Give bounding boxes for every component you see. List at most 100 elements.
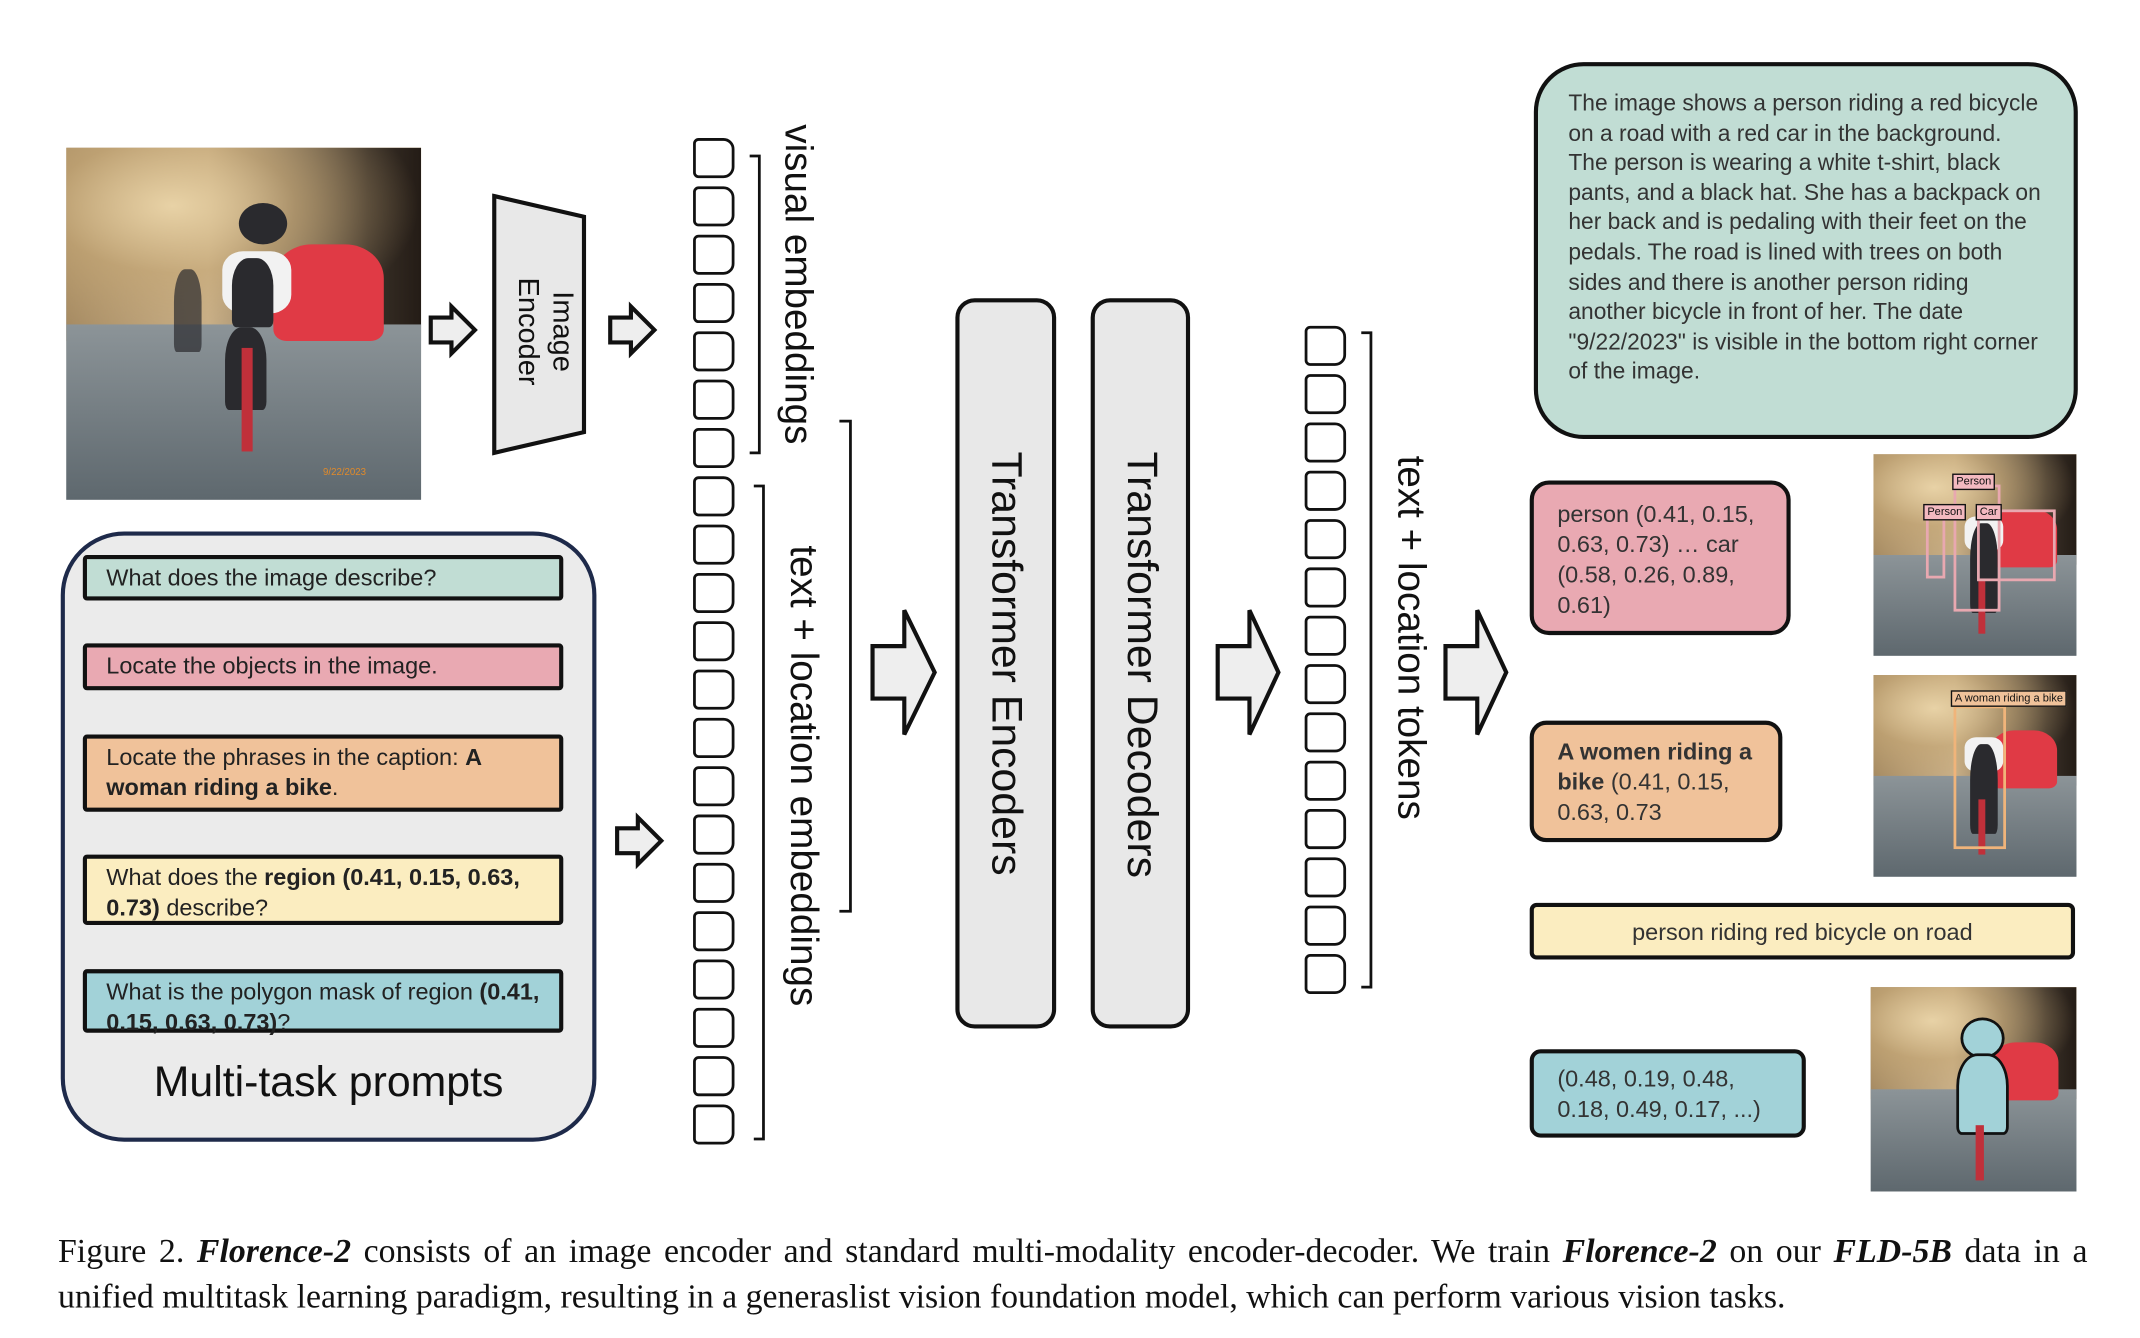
token [693,331,735,372]
output-bracket [1361,331,1373,989]
det-label: Car [1975,503,2002,521]
token [1304,712,1347,753]
arrow-right-icon [1443,609,1509,736]
token [1304,519,1347,560]
grounding-output-box: A women riding a bike (0.41, 0.15, 0.63,… [1529,720,1783,843]
transformer-encoders-label: Transformer Encoders [982,451,1032,876]
multi-task-prompts-panel [60,531,597,1142]
token [693,621,735,662]
prompt-text: Locate the objects in the image. [106,653,438,680]
prompt-box: Locate the phrases in the caption: A wom… [82,734,564,812]
token [693,476,735,517]
prompt-text: Locate the phrases in the caption: [106,744,466,771]
prompt-box: Locate the objects in the image. [82,643,564,691]
prompt-box: What does the region (0.41, 0.15, 0.63, … [82,854,564,926]
input-photo: 9/22/2023 [66,147,422,500]
all-embeddings-bracket [839,419,852,913]
token [1304,325,1347,366]
polygon-output-text: (0.48, 0.19, 0.48, 0.18, 0.49, 0.17, ...… [1557,1065,1761,1123]
prompt-text: What is the polygon mask of region [106,978,480,1006]
prompt-text: region (0.41, 0.15, 0.63, 0.73) [106,864,520,921]
phrase-label: A woman riding a bike [1950,690,2068,707]
grounding-phrase: A women riding a bike [1557,738,1753,796]
arrow-right-icon [608,301,658,359]
token [693,669,735,710]
prompt-text: What does the [106,864,265,891]
detection-output-box: person (0.41, 0.15, 0.63, 0.73) … car (0… [1529,480,1791,636]
token [693,572,735,613]
grounding-coords: (0.41, 0.15, 0.63, 0.73 [1557,768,1730,826]
det-label: Person [1952,473,1996,491]
image-encoder-shape [492,193,587,456]
token [1304,374,1347,415]
grounding-photo: A woman riding a bike [1873,675,2077,877]
token [693,1104,735,1145]
token [693,186,735,227]
caption-text: on our [1716,1232,1834,1271]
token [693,427,735,469]
model-name: Florence-2 [196,1232,351,1271]
date-stamp: 9/22/2023 [323,468,367,478]
caption-text: consists of an image encoder and standar… [350,1232,1563,1271]
prompt-text: (0.41, 0.15, 0.63, 0.73) [106,978,540,1036]
visual-bracket [749,154,761,455]
token [1304,905,1347,946]
token [693,814,735,855]
transformer-encoders-block: Transformer Encoders [955,298,1057,1029]
prompt-box: What is the polygon mask of region (0.41… [82,969,564,1036]
polygon-photo [1870,987,2077,1192]
token [693,717,735,758]
caption-output-box: The image shows a person riding a red bi… [1533,62,2078,440]
text-location-embeddings-label: text + location embeddings [782,545,826,1007]
token [1304,615,1347,656]
figure-caption: Figure 2. Florence-2 consists of an imag… [57,1229,2088,1320]
arrow-right-icon [615,812,665,870]
text-location-tokens-label: text + location tokens [1390,455,1434,820]
token [1304,422,1347,463]
detection-photo: Person Person Car [1873,454,2077,656]
polygon-output-box: (0.48, 0.19, 0.48, 0.18, 0.49, 0.17, ...… [1529,1049,1806,1138]
model-name: Florence-2 [1562,1232,1717,1271]
token [693,524,735,565]
prompt-text: What does the image describe? [106,564,437,591]
token [1304,809,1347,850]
token [1304,857,1347,898]
region-caption-text: person riding red bicycle on road [1632,919,1973,946]
caption-text: data in a unified multitask learning par… [57,1232,2088,1316]
arrow-right-icon [1215,609,1281,736]
token [693,1007,735,1048]
token [693,234,735,275]
prompt-box: What does the image describe? [82,555,564,601]
prompt-text: describe? [159,894,269,921]
image-encoder-label: Image Encoder [512,277,579,386]
detection-output-text: person (0.41, 0.15, 0.63, 0.73) … car (0… [1557,501,1755,619]
token [693,766,735,807]
prompt-text: . [331,774,339,801]
text-bracket [753,484,765,1141]
arrow-right-icon [428,301,478,359]
region-caption-box: person riding red bicycle on road [1529,902,2076,960]
token [693,138,735,179]
token [693,283,735,324]
dataset-name: FLD-5B [1833,1232,1952,1271]
visual-embeddings-label: visual embeddings [777,124,821,445]
prompts-panel-title: Multi-task prompts [153,1057,504,1106]
token [1304,470,1347,511]
figure-number: Figure 2. [57,1232,197,1271]
token [693,1056,735,1097]
caption-output-text: The image shows a person riding a red bi… [1568,91,2041,385]
arrow-right-icon [870,609,937,736]
token [1304,953,1347,995]
transformer-decoders-block: Transformer Decoders [1090,298,1191,1029]
token [1304,567,1347,608]
token [693,862,735,903]
token [1304,664,1347,705]
prompt-text: A woman riding a bike [106,744,482,801]
token [693,379,735,420]
token [693,911,735,952]
prompt-text: ? [277,1009,291,1036]
transformer-decoders-label: Transformer Decoders [1118,451,1167,878]
token [1304,760,1347,801]
